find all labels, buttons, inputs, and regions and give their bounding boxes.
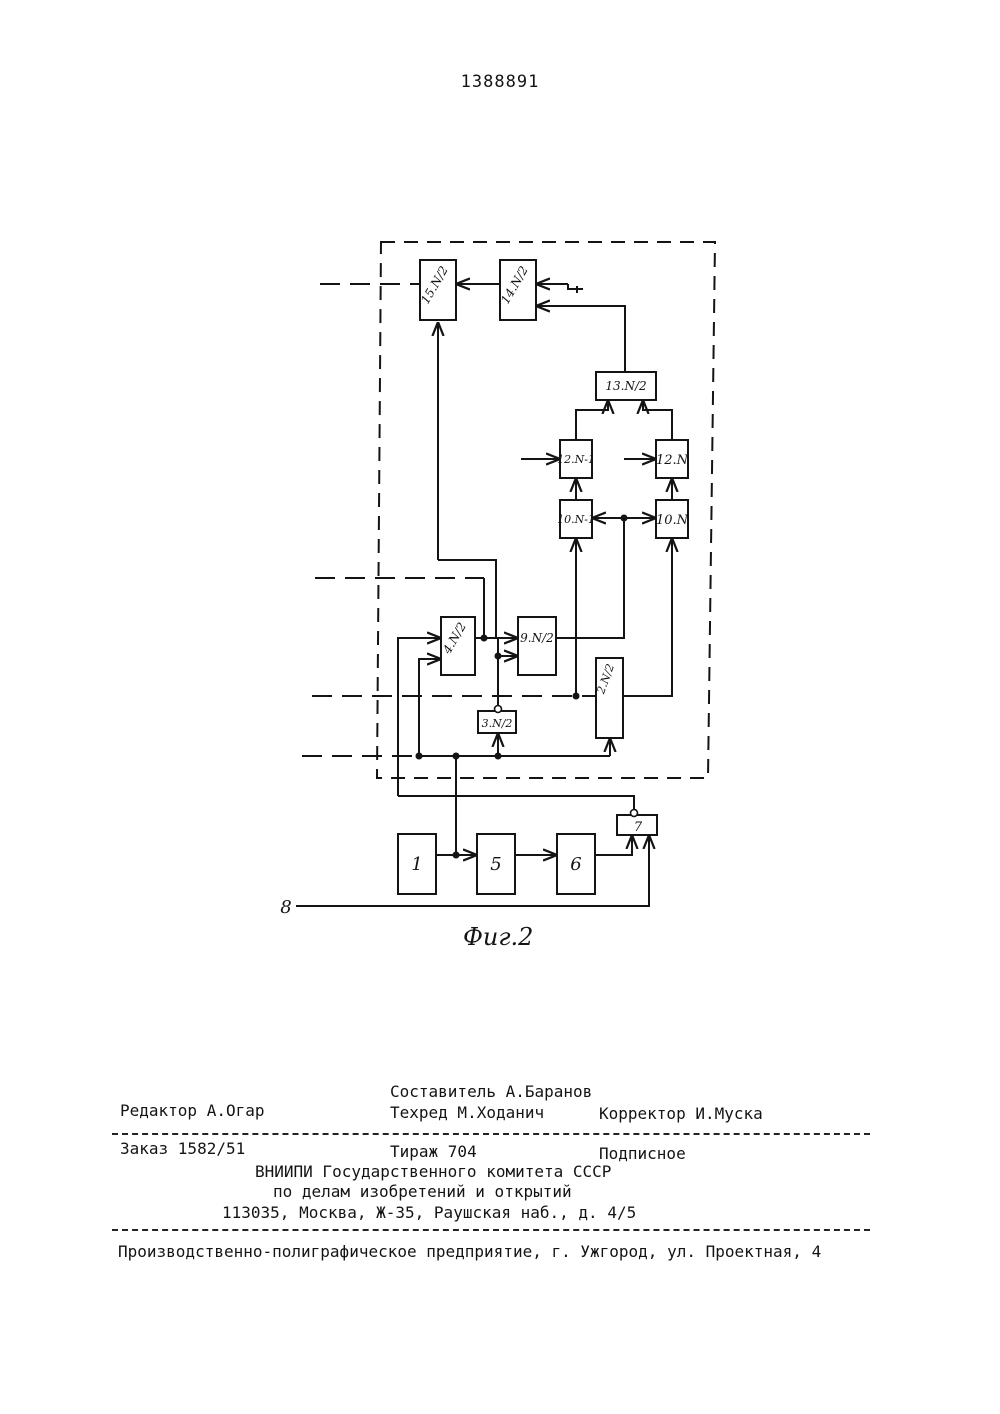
- editor: Редактор А.Огар: [120, 1101, 265, 1120]
- label-10a: 10.N-1: [557, 513, 595, 526]
- divider-top: [112, 1133, 870, 1135]
- label-5: 5: [490, 854, 501, 875]
- block-diagram: 15.N/2 14.N/2 13.N/2 12.N-1 12.N 10.N-1 …: [0, 0, 1000, 1000]
- label-6: 6: [570, 854, 581, 875]
- label-14: 14.N/2: [498, 264, 531, 307]
- label-3: 3.N/2: [482, 717, 513, 730]
- block-9: [518, 617, 556, 675]
- divider-bottom: [112, 1229, 870, 1231]
- label-12a: 12.N-1: [557, 453, 595, 466]
- subscription: Подписное: [599, 1144, 686, 1163]
- label-1: 1: [411, 854, 422, 875]
- corrector: Корректор И.Муска: [599, 1104, 763, 1123]
- techred: Техред М.Ходанич: [390, 1103, 544, 1122]
- org-line-1: ВНИИПИ Государственного комитета СССР: [255, 1162, 611, 1181]
- label-12b: 12.N: [656, 453, 689, 468]
- address: 113035, Москва, Ж-35, Раушская наб., д. …: [222, 1203, 636, 1222]
- label-7: 7: [634, 820, 643, 835]
- label-13: 13.N/2: [605, 379, 646, 393]
- label-9: 9.N/2: [520, 631, 554, 645]
- label-2: 2.N/2: [594, 662, 617, 696]
- compiler: Составитель А.Баранов: [390, 1082, 592, 1101]
- order: Заказ 1582/51: [120, 1139, 245, 1158]
- org-line-2: по делам изобретений и открытий: [273, 1182, 572, 1201]
- dashed-enclosure: [377, 242, 715, 778]
- circulation: Тираж 704: [390, 1142, 477, 1161]
- printer: Производственно-полиграфическое предприя…: [118, 1242, 821, 1261]
- input-label-8: 8: [280, 897, 291, 918]
- label-4: 4.N/2: [440, 620, 469, 657]
- figure-caption: Фиг.2: [463, 923, 533, 951]
- label-15: 15.N/2: [418, 264, 451, 307]
- label-10b: 10.N: [656, 513, 689, 528]
